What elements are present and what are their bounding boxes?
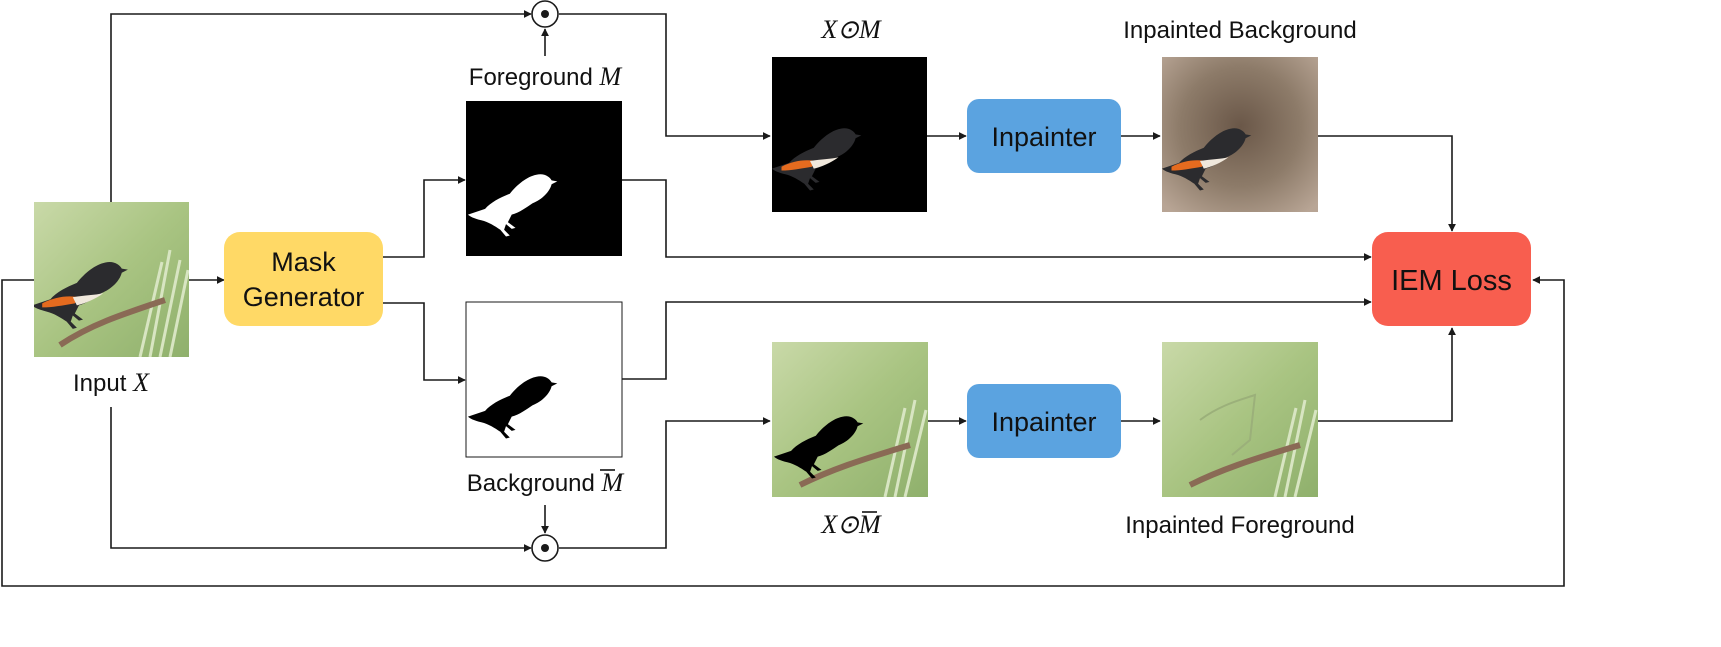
- odot-operator-top: [531, 0, 559, 28]
- x-odot-mbar-label: X⊙M: [820, 510, 882, 539]
- inpainted-foreground-image: [1162, 342, 1318, 497]
- iem-loss-box: IEM Loss: [1372, 232, 1531, 326]
- x-odot-m-label: X⊙M: [820, 15, 882, 44]
- inpainted-background-image: [1162, 57, 1318, 212]
- iem-loss-label: IEM Loss: [1391, 265, 1512, 297]
- inpainted-foreground-label: Inpainted Foreground: [1125, 512, 1355, 539]
- odot-operator-bottom: [531, 534, 559, 562]
- wire-input-feedback-to-loss: [1, 276, 1565, 587]
- wire-odot-top-to-masked-image: [559, 13, 771, 140]
- masked-foreground-image: [772, 57, 927, 212]
- mask-generator-box: Mask Generator: [224, 232, 383, 326]
- mask-generator-label-line2: Generator: [243, 282, 365, 312]
- background-mask-image: [465, 301, 623, 458]
- wire-odot-bottom-to-masked-image: [559, 417, 771, 549]
- wire-foreground-to-loss: [622, 179, 1372, 261]
- wire-input-to-odot-bottom: [110, 407, 532, 552]
- inpainter-bottom-box: Inpainter: [967, 384, 1121, 458]
- wire-generator-to-foreground: [383, 176, 466, 258]
- inpainter-bottom-label: Inpainter: [991, 407, 1096, 437]
- mask-generator-label-line1: Mask: [271, 247, 336, 277]
- wire-background-to-loss: [622, 298, 1372, 380]
- inpainter-top-label: Inpainter: [991, 122, 1096, 152]
- wire-input-to-odot-top: [110, 10, 532, 202]
- background-label: Background M: [467, 468, 625, 497]
- foreground-mask-image: [466, 101, 622, 256]
- input-label: Input X: [73, 368, 150, 397]
- wire-inpainted-background-to-loss: [1318, 135, 1456, 232]
- foreground-label: Foreground M: [469, 62, 623, 91]
- connectors: [1, 10, 1565, 587]
- wire-generator-to-background: [383, 302, 466, 384]
- wire-inpainted-foreground-to-loss: [1318, 327, 1456, 422]
- input-image: [34, 202, 189, 357]
- inpainter-top-box: Inpainter: [967, 99, 1121, 173]
- inpainted-background-label: Inpainted Background: [1123, 17, 1357, 44]
- masked-background-image: [772, 342, 928, 497]
